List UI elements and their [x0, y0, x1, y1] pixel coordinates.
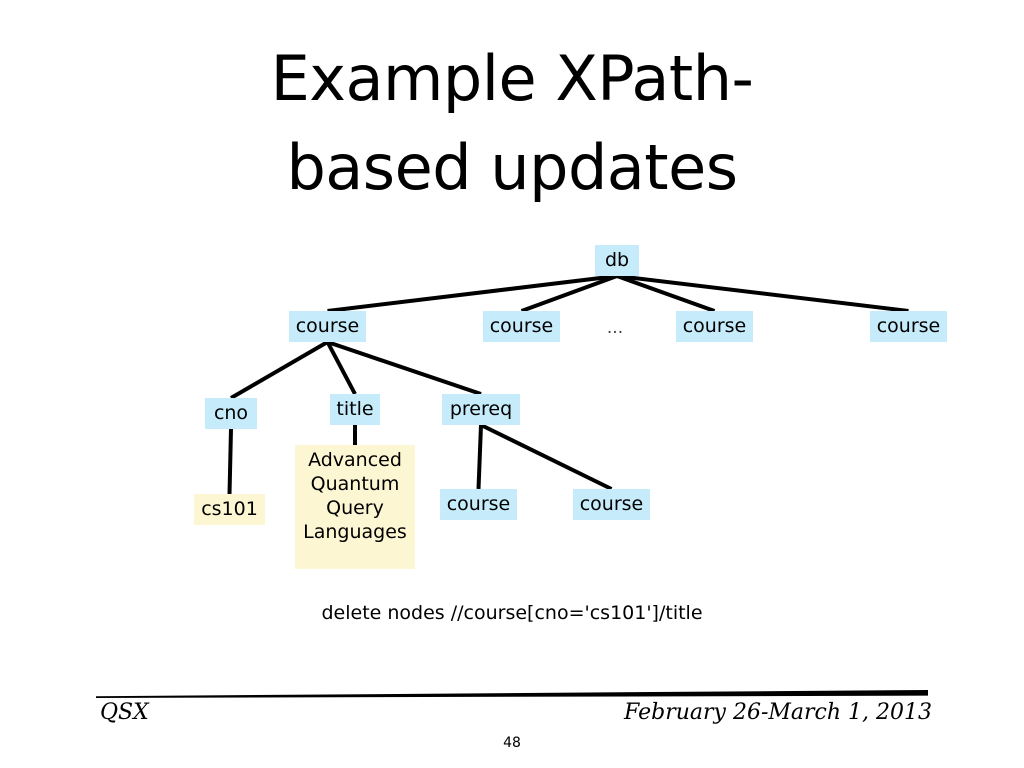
tree-node-course2: course: [483, 311, 560, 342]
tree-edge-db-to-course1: [327, 274, 618, 313]
tree-edge-prereq-to-course6: [480, 423, 613, 491]
tree-node-ellipsis: ...: [606, 318, 624, 338]
tree-node-title: title: [330, 394, 380, 425]
tree-node-cno: cno: [205, 398, 257, 429]
tree-node-prereq: prereq: [442, 394, 520, 425]
tree-edge-prereq-to-course5: [476, 424, 483, 490]
tree-edge-course1-to-prereq: [326, 340, 482, 396]
tree-node-course5: course: [440, 489, 517, 520]
footer-divider: [96, 690, 928, 698]
tree-edge-db-to-course3: [616, 274, 716, 313]
tree-edge-course1-to-title: [325, 341, 357, 395]
page-number: 48: [503, 735, 521, 751]
page-title: Example XPath- based updates: [270, 42, 754, 205]
tree-edge-db-to-course4: [616, 274, 909, 313]
tree-node-course6: course: [573, 489, 650, 520]
query-caption: delete nodes //course[cno='cs101']/title: [321, 602, 703, 624]
footer-date-label: February 26-March 1, 2013: [624, 700, 932, 725]
tree-edge-db-to-course2: [520, 274, 618, 313]
footer-course-label: QSX: [100, 700, 149, 725]
tree-edge-cno-to-cs101: [227, 428, 233, 495]
tree-node-course3: course: [676, 311, 753, 342]
tree-node-db: db: [595, 245, 639, 276]
tree-node-course1: course: [289, 311, 366, 342]
tree-node-course4: course: [870, 311, 947, 342]
tree-node-cs101: cs101: [194, 494, 265, 525]
tree-edge-course1-to-cno: [229, 340, 329, 400]
tree-node-advanced: Advanced Quantum Query Languages: [295, 445, 415, 569]
